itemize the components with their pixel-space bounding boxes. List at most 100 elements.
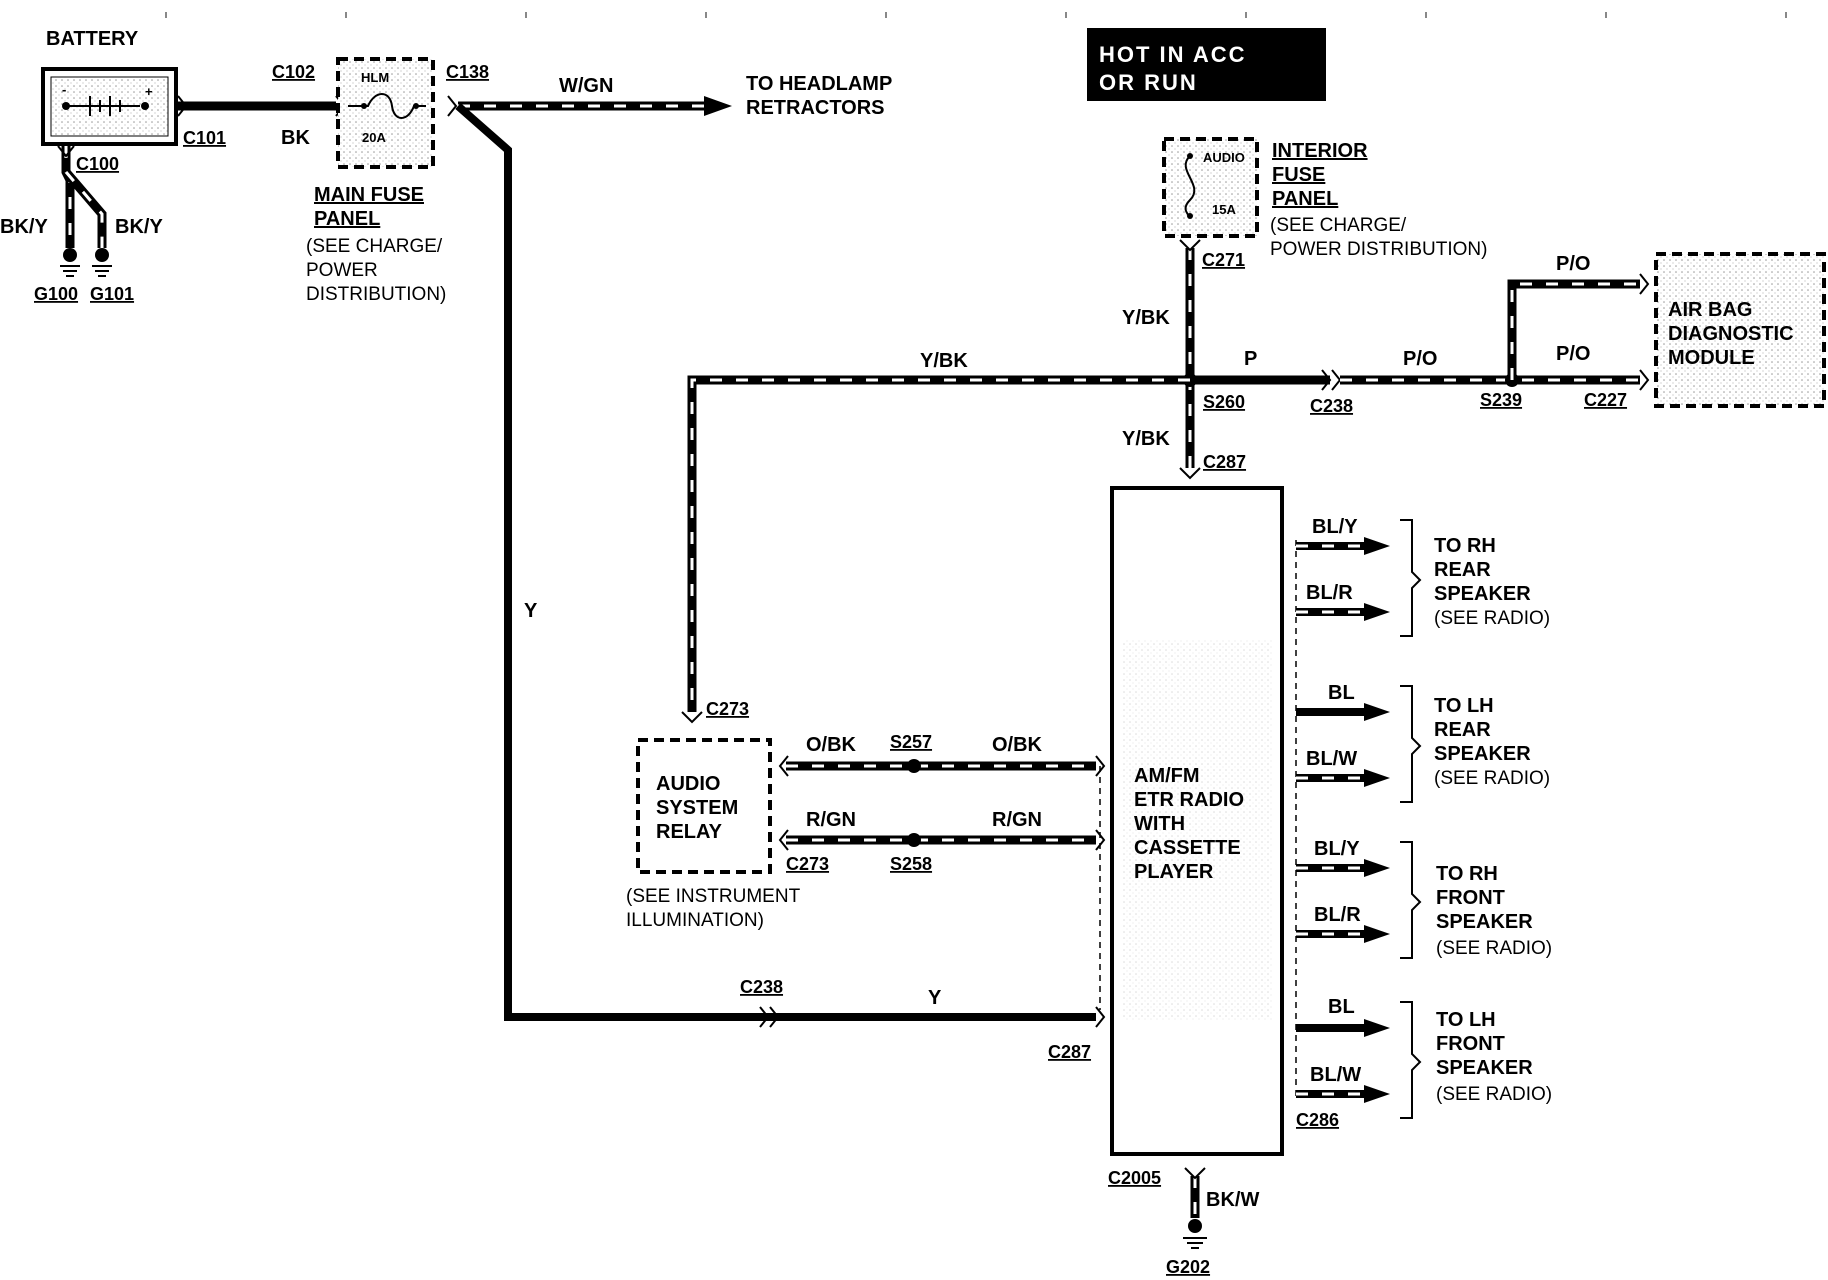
main-fuse-note3: DISTRIBUTION) <box>306 284 446 305</box>
connector-c100: C100 <box>76 154 119 174</box>
wire-label-y-vertical: Y <box>524 600 538 622</box>
interior-fuse-rating: 15A <box>1212 202 1236 217</box>
registration-ticks <box>165 12 1787 18</box>
speaker-lh-rear: TO LH REAR SPEAKER (SEE RADIO) <box>1434 695 1550 789</box>
wire-label-bkw: BK/W <box>1206 1189 1259 1211</box>
radio-ground-wire <box>1183 1167 1207 1249</box>
wire-label-bky-right: BK/Y <box>115 216 163 238</box>
wire-label-ybk-top: Y/BK <box>1122 307 1170 329</box>
splice-s239: S239 <box>1480 390 1522 410</box>
connector-c138: C138 <box>446 62 489 82</box>
main-fuse-note2: POWER <box>306 260 378 281</box>
speaker-rh-rear-l1: TO RH <box>1434 535 1496 557</box>
relay-line1: AUDIO <box>656 773 720 795</box>
speaker-rh-front-wire1: BL/Y <box>1314 838 1360 860</box>
connector-c273-top: C273 <box>706 699 749 719</box>
connector-c101: C101 <box>183 128 226 148</box>
connector-c287-top: C287 <box>1203 452 1246 472</box>
airbag-line3: MODULE <box>1668 347 1755 369</box>
speaker-lh-front-l4: (SEE RADIO) <box>1436 1084 1552 1105</box>
speaker-lh-front-l1: TO LH <box>1436 1009 1496 1031</box>
speaker-lh-rear-l4: (SEE RADIO) <box>1434 768 1550 789</box>
wire-label-obk-left: O/BK <box>806 734 857 756</box>
wire-y <box>455 102 1106 1028</box>
hot-banner: HOT IN ACC OR RUN <box>1087 28 1326 101</box>
radio-line1: AM/FM <box>1134 765 1200 787</box>
speaker-rh-front-wire2: BL/R <box>1314 904 1361 926</box>
connector-c238-top: C238 <box>1310 396 1353 416</box>
speaker-lh-front-wire1: BL <box>1328 996 1355 1018</box>
speaker-rh-rear: TO RH REAR SPEAKER (SEE RADIO) <box>1434 535 1550 629</box>
interior-fuse-panel: AUDIO 15A <box>1162 137 1259 238</box>
connector-c271: C271 <box>1202 250 1245 270</box>
headlamp-line2: RETRACTORS <box>746 97 885 119</box>
radio-line4: CASSETTE <box>1134 837 1241 859</box>
main-fuse-panel: HLM 20A <box>336 57 435 169</box>
wire-ybk-vertical <box>1179 239 1201 480</box>
wire-obk <box>778 755 1106 777</box>
wire-label-y-bottom: Y <box>928 987 942 1009</box>
wire-label-po-right: P/O <box>1556 343 1590 365</box>
speaker-lh-rear-wire2: BL/W <box>1306 748 1357 770</box>
connector-c2005: C2005 <box>1108 1168 1161 1188</box>
speaker-lh-rear-l2: REAR <box>1434 719 1491 741</box>
speaker-lh-rear-l3: SPEAKER <box>1434 743 1531 765</box>
battery-title: BATTERY <box>46 28 139 50</box>
wire-label-obk-right: O/BK <box>992 734 1043 756</box>
ground-g100: G100 <box>34 284 78 304</box>
main-fuse-title2: PANEL <box>314 208 380 230</box>
battery: BATTERY - + <box>41 28 178 146</box>
wire-label-rgn-left: R/GN <box>806 809 856 831</box>
speaker-wires <box>1295 519 1422 1119</box>
speaker-lh-front: TO LH FRONT SPEAKER (SEE RADIO) <box>1436 1009 1552 1105</box>
speaker-lh-rear-l1: TO LH <box>1434 695 1494 717</box>
speaker-lh-rear-wire1: BL <box>1328 682 1355 704</box>
hot-banner-line2: OR RUN <box>1099 70 1198 95</box>
battery-ground-wires <box>57 145 112 277</box>
wire-ybk-horizontal <box>681 375 1190 724</box>
wire-label-wgn: W/GN <box>559 75 613 97</box>
speaker-rh-rear-l3: SPEAKER <box>1434 583 1531 605</box>
speaker-rh-rear-l4: (SEE RADIO) <box>1434 608 1550 629</box>
speaker-rh-front-l1: TO RH <box>1436 863 1498 885</box>
connector-c273-bottom: C273 <box>786 854 829 874</box>
radio-line5: PLAYER <box>1134 861 1214 883</box>
battery-plus-sign: + <box>145 84 153 99</box>
splice-s257: S257 <box>890 732 932 752</box>
main-fuse-note1: (SEE CHARGE/ <box>306 236 443 257</box>
relay-line3: RELAY <box>656 821 723 843</box>
connector-c227: C227 <box>1584 390 1627 410</box>
connector-c238-bottom: C238 <box>740 977 783 997</box>
speaker-rh-rear-wire2: BL/R <box>1306 582 1353 604</box>
wire-p-po <box>1190 273 1650 391</box>
speaker-rh-front-l2: FRONT <box>1436 887 1505 909</box>
ground-g202: G202 <box>1166 1257 1210 1277</box>
airbag-line2: DIAGNOSTIC <box>1668 323 1794 345</box>
wire-label-ybk-horizontal: Y/BK <box>920 350 968 372</box>
radio-line2: ETR RADIO <box>1134 789 1244 811</box>
interior-fuse-title3: PANEL <box>1272 188 1338 210</box>
interior-fuse-note1: (SEE CHARGE/ <box>1270 215 1407 236</box>
wire-label-po-mid: P/O <box>1403 348 1437 370</box>
wire-bk <box>177 95 346 117</box>
splice-s260: S260 <box>1203 392 1245 412</box>
airbag-diagnostic-module: AIR BAG DIAGNOSTIC MODULE <box>1654 252 1826 408</box>
wire-wgn <box>447 95 732 117</box>
speaker-rh-rear-wire1: BL/Y <box>1312 516 1358 538</box>
relay-note2: ILLUMINATION) <box>626 910 764 931</box>
main-fuse-name: HLM <box>361 70 389 85</box>
ground-g101: G101 <box>90 284 134 304</box>
main-fuse-title1: MAIN FUSE <box>314 184 424 206</box>
speaker-rh-front: TO RH FRONT SPEAKER (SEE RADIO) <box>1436 863 1552 959</box>
connector-c286: C286 <box>1296 1110 1339 1130</box>
main-fuse-rating: 20A <box>362 130 386 145</box>
wire-rgn <box>778 829 1106 851</box>
wire-label-rgn-right: R/GN <box>992 809 1042 831</box>
interior-fuse-name: AUDIO <box>1203 150 1245 165</box>
speaker-rh-front-l4: (SEE RADIO) <box>1436 938 1552 959</box>
interior-fuse-title2: FUSE <box>1272 164 1325 186</box>
relay-line2: SYSTEM <box>656 797 738 819</box>
wire-label-po-top: P/O <box>1556 253 1590 275</box>
wire-label-p: P <box>1244 348 1257 370</box>
